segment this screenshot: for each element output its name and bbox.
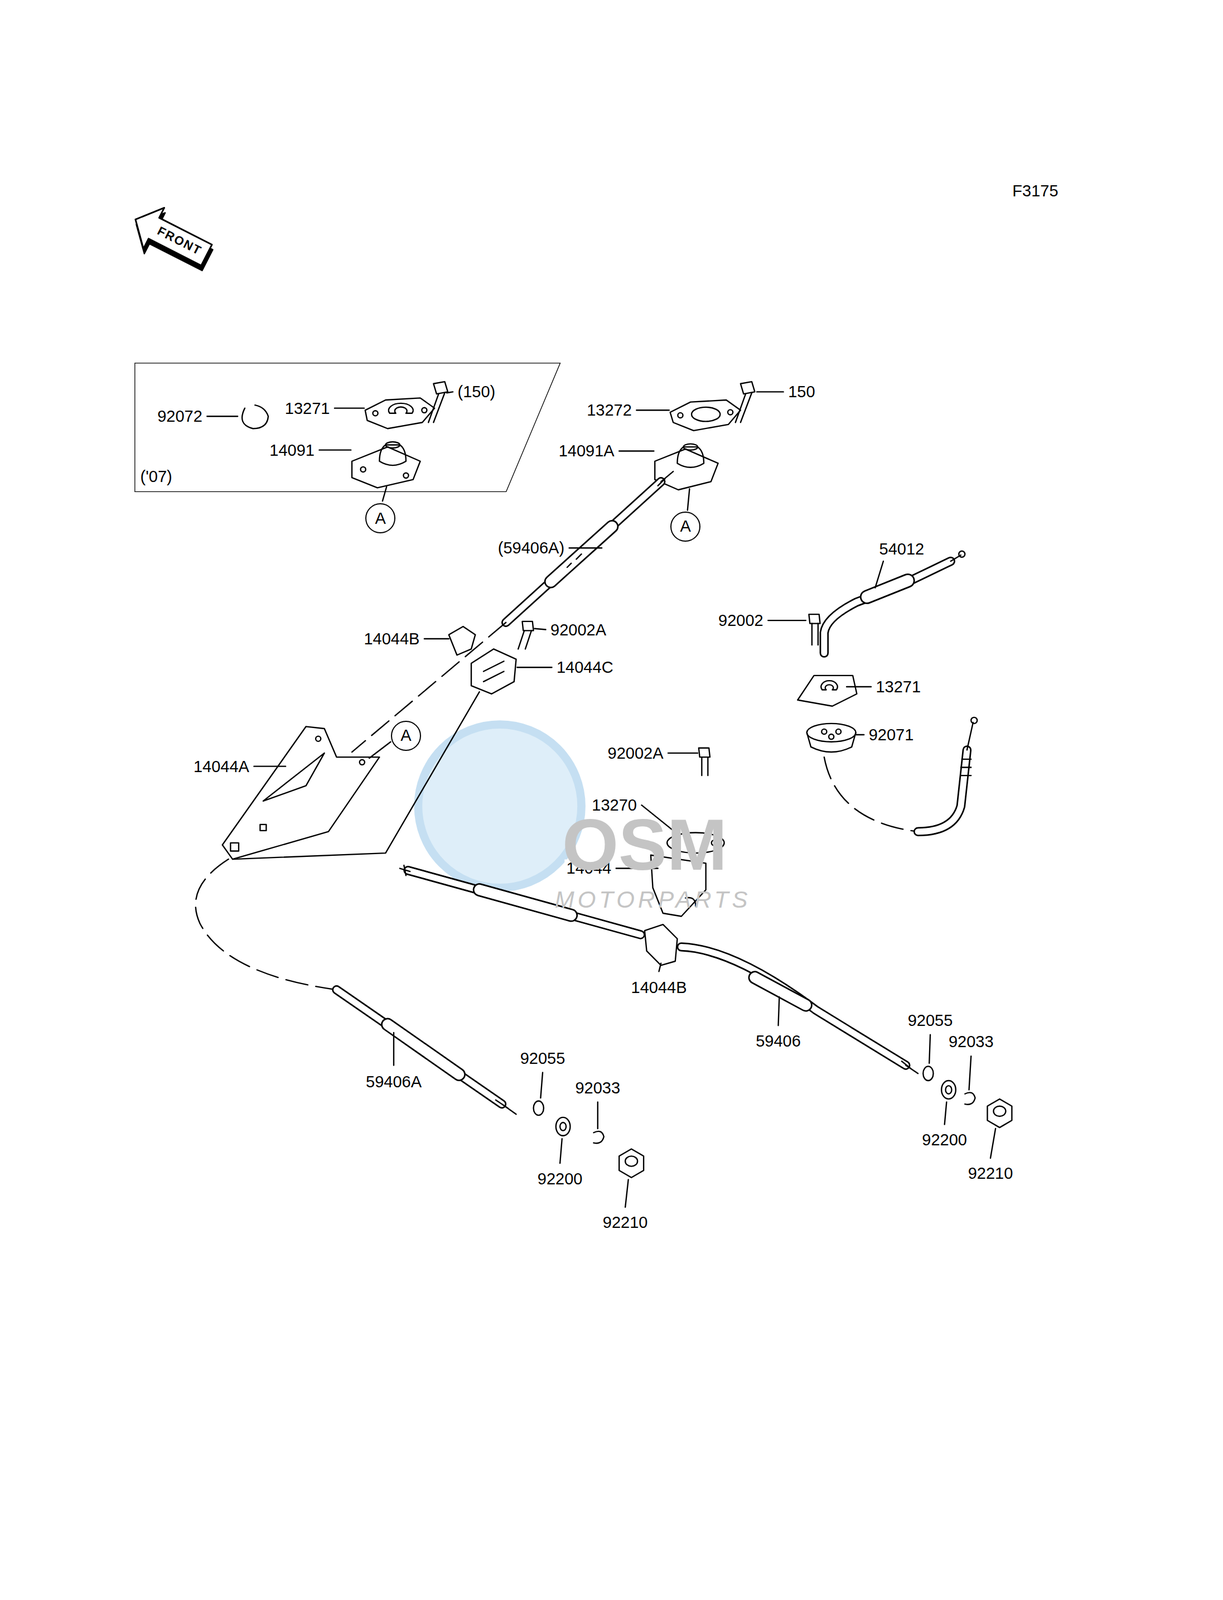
reference-circle: A	[365, 503, 396, 534]
model-year-note: ('07)	[140, 468, 173, 485]
part-number: 92002	[716, 611, 766, 630]
part-number: 13271	[873, 677, 923, 695]
frame-line	[134, 363, 560, 492]
part-number: 14044C	[554, 658, 616, 676]
variant-group-frame: ('07)	[133, 361, 562, 493]
frame-outline	[133, 361, 562, 493]
part-number: 92033	[573, 1078, 622, 1096]
part-number: 59406	[753, 1031, 803, 1050]
part-number: 92055	[906, 1011, 955, 1029]
part-number: 92210	[601, 1213, 650, 1231]
reference-circle: A	[390, 720, 422, 751]
part-number: 14091	[267, 441, 317, 459]
reference-letter: A	[679, 518, 691, 535]
reference-letter: A	[400, 727, 412, 744]
part-number: F3175	[1010, 182, 1060, 200]
part-number: 14091A	[557, 442, 617, 460]
part-number: 59406A	[364, 1072, 424, 1090]
part-number: 92072	[155, 407, 205, 425]
part-number: 13271	[283, 399, 332, 417]
part-number: (59406A)	[496, 539, 567, 557]
part-number: 92200	[535, 1169, 585, 1187]
part-number: 92055	[518, 1049, 568, 1067]
part-number: 92002A	[548, 620, 608, 638]
reference-letter: A	[375, 510, 386, 527]
part-number: 92002A	[606, 743, 666, 762]
watermark-text: OSM	[560, 807, 729, 882]
part-number: 92071	[867, 725, 916, 743]
part-number: 92033	[946, 1032, 996, 1051]
part-number: (150)	[456, 383, 498, 401]
part-number: 54012	[877, 540, 927, 558]
part-number: 14044B	[629, 978, 689, 997]
reference-circle: A	[670, 511, 701, 542]
part-number: 14044B	[361, 629, 422, 647]
part-number: 13272	[585, 401, 634, 419]
part-number: 92200	[920, 1130, 969, 1149]
part-number: 150	[786, 383, 817, 401]
part-number: 92210	[966, 1164, 1015, 1182]
watermark-text: MOTORPARTS	[553, 887, 753, 912]
part-number: 14044A	[191, 757, 251, 775]
